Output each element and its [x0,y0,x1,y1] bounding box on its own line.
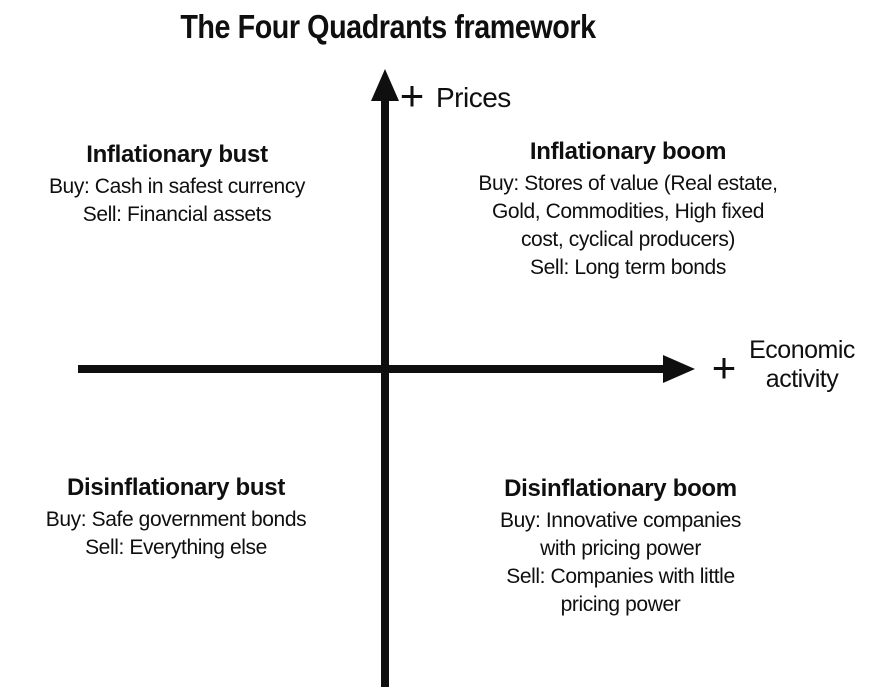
plus-icon: + [711,344,737,391]
quadrant-line: Sell: Companies with little [506,565,735,588]
arrow-up-icon [371,69,399,101]
quadrant-line: Buy: Stores of value (Real estate, [478,172,778,195]
quadrant-line: Buy: Innovative companies [500,509,741,532]
y-axis-label: Prices [436,82,511,113]
y-axis-line [381,96,389,687]
quadrant-title: Disinflationary boom [504,475,737,502]
diagram-title: The Four Quadrants framework [180,8,596,45]
quadrant-line: cost, cyclical producers) [520,228,736,251]
quadrant-inflationary-boom: Inflationary boom Buy: Stores of value (… [452,137,804,282]
quadrant-disinflationary-boom: Disinflationary boom Buy: Innovative com… [448,474,793,619]
quadrant-title: Disinflationary bust [66,474,286,501]
quadrant-line: with pricing power [540,537,701,560]
quadrant-line: Buy: Safe government bonds [45,508,307,531]
quadrant-disinflationary-bust: Disinflationary bust Buy: Safe governmen… [15,473,337,562]
x-axis-label: Economic activity [744,336,860,394]
x-axis-label-line: Economic [749,336,855,364]
quadrant-line: Gold, Commodities, High fixed [491,200,764,223]
arrow-right-icon [663,355,695,383]
x-axis-label-line: activity [765,365,839,393]
quadrant-line: pricing power [560,593,681,616]
quadrant-line: Sell: Financial assets [82,203,272,226]
quadrant-inflationary-bust: Inflationary bust Buy: Cash in safest cu… [16,140,338,229]
quadrant-title: Inflationary bust [86,141,268,168]
x-axis-line [78,365,665,373]
quadrant-line: Sell: Everything else [85,536,267,559]
quadrant-title: Inflationary boom [529,138,727,165]
quadrant-line: Sell: Long term bonds [530,256,726,279]
plus-icon: + [399,72,425,119]
quadrant-line: Buy: Cash in safest currency [48,175,306,198]
